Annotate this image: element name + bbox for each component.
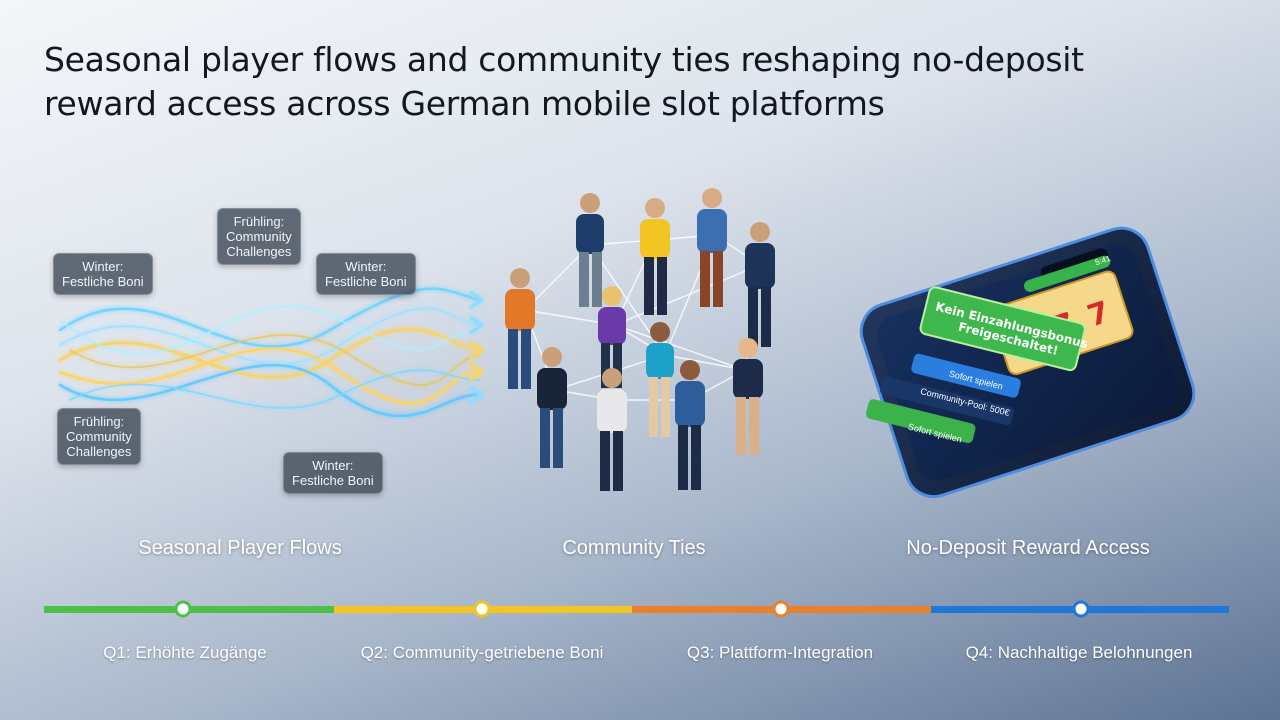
person-6 <box>598 286 626 388</box>
person-2 <box>640 198 670 315</box>
timeline <box>44 600 1229 618</box>
quarter-label-q2: Q2: Community-getriebene Boni <box>360 643 604 662</box>
person-4 <box>745 222 775 347</box>
person-10 <box>597 368 627 491</box>
person-5 <box>505 268 535 389</box>
person-1 <box>576 193 604 307</box>
title-line-1: Seasonal player flows and community ties… <box>44 40 1084 79</box>
person-11 <box>675 360 705 490</box>
section-label-seasonal-flows: Seasonal Player Flows <box>138 537 342 559</box>
timeline-marker-q4 <box>1072 600 1090 618</box>
timeline-marker-q3 <box>772 600 790 618</box>
flow-tag-winter-1: Winter: Festliche Boni <box>53 253 153 295</box>
section-label-reward-access: No-Deposit Reward Access <box>906 537 1150 559</box>
person-8 <box>733 338 763 455</box>
quarter-label-q4: Q4: Nachhaltige Belohnungen <box>965 643 1193 662</box>
flow-tag-spring-1: Frühling: Community Challenges <box>217 208 301 265</box>
quarter-label-q3: Q3: Plattform-Integration <box>686 643 874 662</box>
seasonal-flow-streams <box>58 287 482 418</box>
person-7 <box>646 322 674 437</box>
section-label-community-ties: Community Ties <box>562 537 706 559</box>
person-3 <box>697 188 727 307</box>
phone-banner <box>919 286 1086 372</box>
page-title: Seasonal player flows and community ties… <box>44 38 1244 126</box>
flow-tag-spring-2: Frühling: Community Challenges <box>57 408 141 465</box>
flow-tag-winter-2: Winter: Festliche Boni <box>316 253 416 295</box>
flow-tag-winter-3: Winter: Festliche Boni <box>283 452 383 494</box>
title-line-2: reward access across German mobile slot … <box>44 84 885 123</box>
flow-arrowheads <box>469 290 485 405</box>
community-people <box>505 188 775 491</box>
timeline-marker-q2 <box>473 600 491 618</box>
timeline-marker-q1 <box>174 600 192 618</box>
quarter-label-q1: Q1: Erhöhte Zugänge <box>103 643 267 662</box>
smartphone: 7 7 7 <box>859 226 1196 499</box>
person-9 <box>537 347 567 468</box>
